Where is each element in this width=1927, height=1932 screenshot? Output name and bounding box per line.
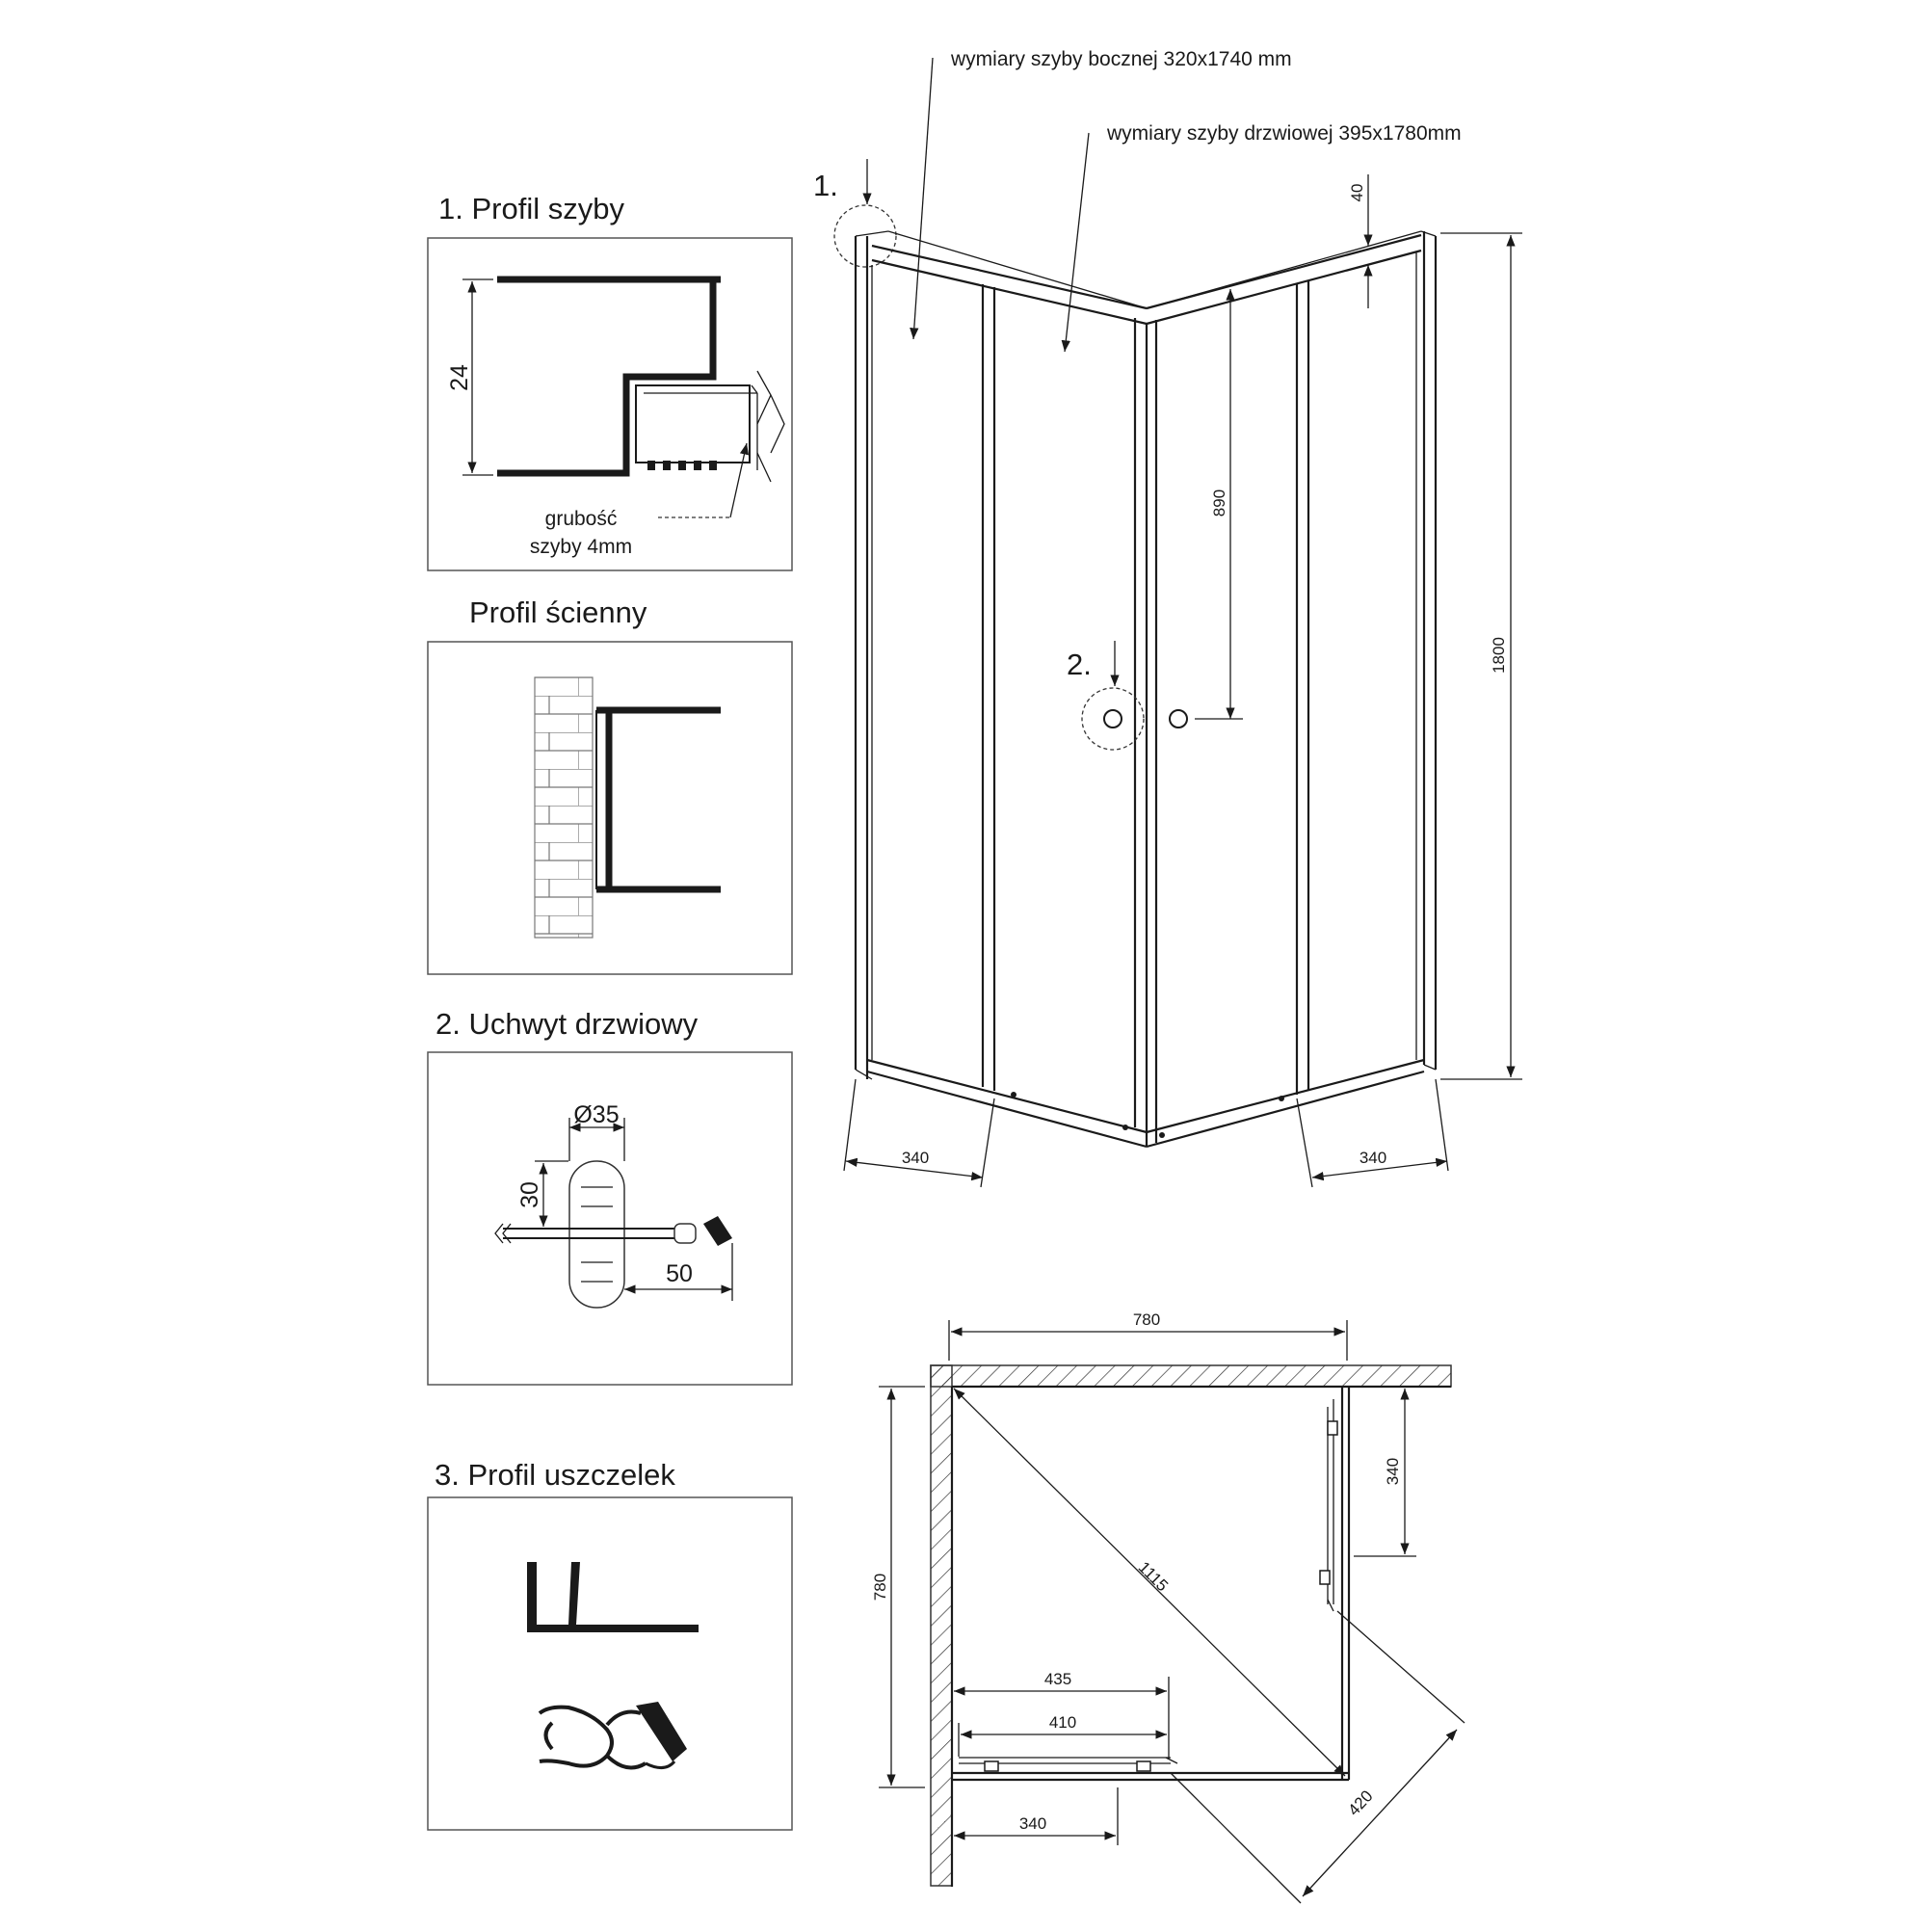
svg-text:410: 410 xyxy=(1049,1713,1076,1732)
svg-text:340: 340 xyxy=(902,1149,929,1167)
panel-frame xyxy=(427,1496,793,1831)
plan-view: 780 780 xyxy=(871,1310,1465,1904)
side-glass-leader xyxy=(910,57,934,340)
svg-text:Ø35: Ø35 xyxy=(573,1101,619,1128)
panel-title-profil-szyby: 1. Profil szyby xyxy=(438,192,624,225)
svg-text:40: 40 xyxy=(1348,184,1366,202)
door-handle-left xyxy=(1103,709,1122,728)
callout-1-circle xyxy=(833,204,897,268)
side-glass-note: wymiary szyby bocznej 320x1740 mm xyxy=(950,48,1292,70)
panel-title-uszczelki: 3. Profil uszczelek xyxy=(435,1458,675,1492)
callout-1: 1. xyxy=(813,169,838,202)
dimension-435: 435 xyxy=(954,1670,1170,1759)
dimension-780-top: 780 xyxy=(948,1310,1348,1361)
svg-text:340: 340 xyxy=(1384,1458,1402,1485)
dimension-30: 30 xyxy=(516,1160,568,1227)
panel-title-profil-scienny: Profil ścienny xyxy=(469,595,647,629)
door-glass-note: wymiary szyby drzwiowej 395x1780mm xyxy=(1106,122,1462,145)
svg-text:30: 30 xyxy=(516,1181,543,1208)
door-handle-shape xyxy=(494,1160,732,1309)
svg-text:24: 24 xyxy=(446,364,473,391)
seal-profile-magnetic xyxy=(538,1702,687,1770)
dimension-40: 40 xyxy=(1348,174,1373,308)
wall-left xyxy=(930,1364,953,1887)
wall-profile-shape xyxy=(595,706,721,893)
panel-profil-szyby: 1. Profil szyby 24 grubość szyby xyxy=(427,192,793,571)
enclosure-frame xyxy=(854,230,1438,1149)
dimension-340-plan-right: 340 xyxy=(1354,1389,1416,1557)
dimension-410: 410 xyxy=(958,1713,1167,1757)
svg-text:szyby 4mm: szyby 4mm xyxy=(530,536,632,558)
svg-text:780: 780 xyxy=(871,1574,889,1601)
svg-text:780: 780 xyxy=(1133,1310,1160,1329)
door-handle-right xyxy=(1169,709,1188,728)
svg-text:435: 435 xyxy=(1044,1670,1071,1688)
elevation-view: wymiary szyby bocznej 320x1740 mm wymiar… xyxy=(813,48,1522,1188)
dimension-340-right: 340 xyxy=(1296,1078,1449,1188)
svg-text:grubość: grubość xyxy=(545,508,618,530)
glass-profile-shape xyxy=(497,276,785,483)
wall-bricks xyxy=(534,676,594,939)
dimension-50: 50 xyxy=(624,1243,733,1301)
dimension-780-left: 780 xyxy=(871,1386,925,1788)
callout-2-circle xyxy=(1081,687,1145,751)
svg-text:1800: 1800 xyxy=(1490,637,1508,674)
panel-title-uchwyt: 2. Uchwyt drzwiowy xyxy=(436,1007,699,1041)
svg-text:50: 50 xyxy=(666,1260,693,1287)
dimension-340-plan-bottom: 340 xyxy=(954,1787,1119,1845)
svg-text:340: 340 xyxy=(1019,1814,1046,1833)
seal-profile-flat xyxy=(527,1562,699,1632)
dimension-1800: 1800 xyxy=(1440,232,1522,1080)
svg-text:340: 340 xyxy=(1359,1149,1386,1167)
dimension-24: 24 xyxy=(446,278,493,476)
wall-top xyxy=(930,1364,1452,1388)
dimension-340-left: 340 xyxy=(843,1078,995,1188)
glass-thickness-note: grubość szyby 4mm xyxy=(530,442,750,558)
panel-profil-scienny: Profil ścienny xyxy=(427,595,793,975)
door-glass-leader xyxy=(1061,132,1090,353)
svg-text:890: 890 xyxy=(1210,490,1228,516)
dimension-diameter: Ø35 xyxy=(568,1101,625,1161)
panel-uszczelki: 3. Profil uszczelek xyxy=(427,1458,793,1831)
dimension-890: 890 xyxy=(1195,289,1243,720)
panel-uchwyt: 2. Uchwyt drzwiowy Ø35 30 xyxy=(427,1007,793,1386)
callout-2: 2. xyxy=(1067,648,1092,681)
